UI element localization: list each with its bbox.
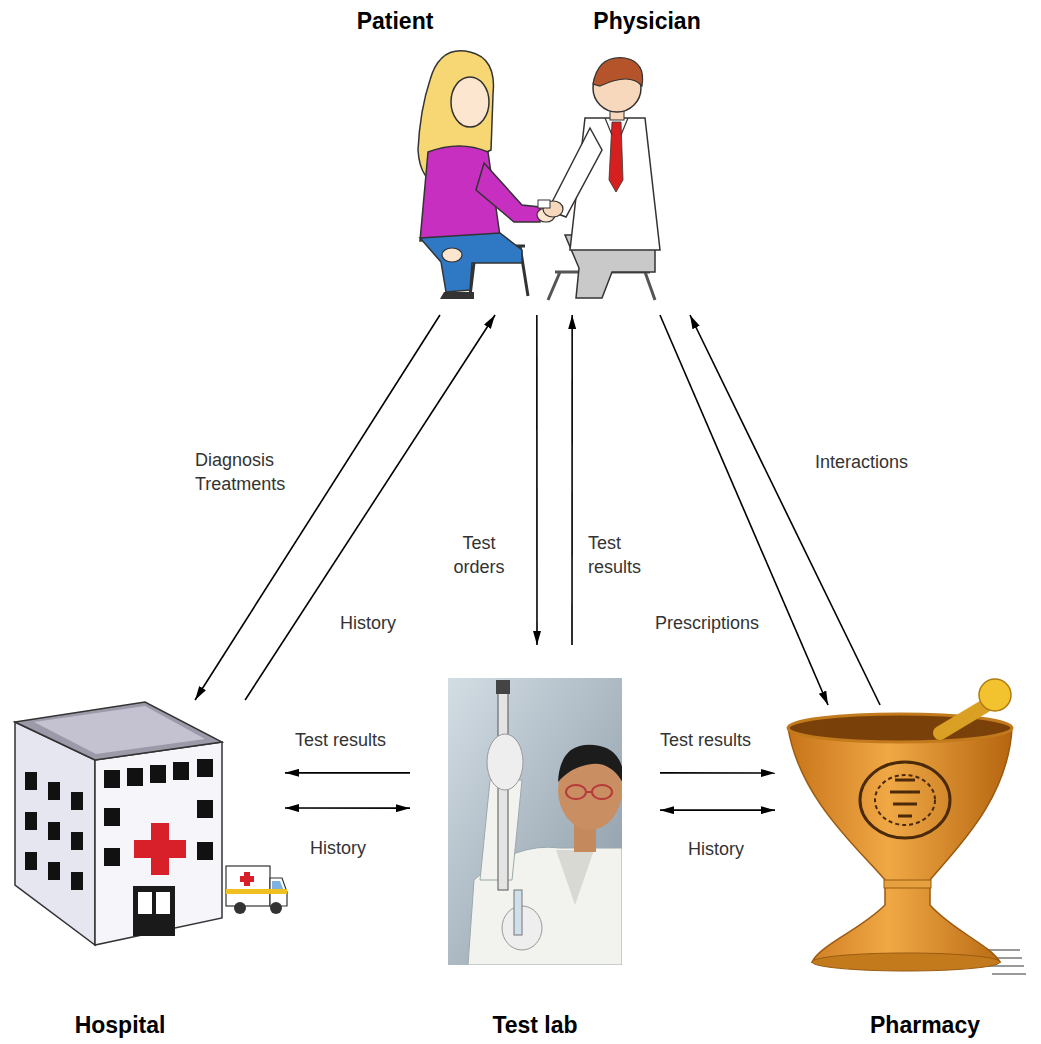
- patient-figure-part: [451, 77, 489, 127]
- hospital-building-part: [71, 872, 83, 890]
- flow-label: History: [308, 836, 368, 860]
- flow-label: Interactions: [813, 450, 910, 474]
- lab-photo-part: [496, 680, 510, 694]
- mortar-and-pestle-part: [890, 780, 920, 816]
- flow-arrow: [536, 315, 538, 645]
- figure-node: Hospital: [10, 700, 285, 1042]
- mortar-and-pestle-part: [875, 775, 935, 825]
- lab-photo-part: [556, 850, 594, 905]
- hospital-building-part: [197, 842, 213, 860]
- lab-photo-part: [586, 791, 592, 793]
- ambulance-part: [270, 902, 282, 914]
- ambulance-part: [234, 902, 246, 914]
- hospital-building-part: [104, 848, 120, 866]
- hospital-building-part: [25, 772, 37, 790]
- mortar-and-pestle-part: [979, 679, 1011, 711]
- lab-photo-part: [592, 785, 612, 799]
- mortar-and-pestle-part: [860, 762, 950, 838]
- lab-photo-part: [514, 890, 522, 935]
- figure-node: Pharmacy: [775, 705, 1030, 1042]
- mortar-and-pestle-part: [884, 880, 931, 888]
- flow-label: Prescriptions: [653, 611, 761, 635]
- ambulance-part: [226, 889, 287, 894]
- hospital-building-part: [173, 762, 189, 780]
- flow-label: History: [338, 611, 398, 635]
- hospital-building-part: [48, 782, 60, 800]
- flow-label: Test results: [293, 728, 388, 752]
- flow-arrow: [245, 315, 495, 700]
- patient-figure-part: [442, 248, 462, 262]
- flow-arrow: [660, 809, 775, 811]
- hospital-building-part: [71, 792, 83, 810]
- hospital-building: [15, 702, 222, 945]
- node-label: Test lab: [492, 1012, 577, 1039]
- lab-photo-part: [558, 745, 622, 785]
- hospital-building-part: [127, 768, 143, 786]
- patient-figure-part: [420, 233, 522, 292]
- hospital-building-part: [156, 892, 170, 914]
- hospital-building-part: [48, 862, 60, 880]
- patient-figure-part: [476, 163, 540, 222]
- lab-photo-part: [448, 678, 622, 965]
- mortar-and-pestle-part: [788, 714, 1012, 742]
- hospital-building-part: [95, 742, 222, 945]
- flow-arrow: [660, 772, 775, 774]
- ambulance: [226, 866, 287, 914]
- flow-arrow: [285, 807, 410, 809]
- hospital-building-part: [48, 822, 60, 840]
- hospital-building-part: [25, 852, 37, 870]
- hospital-building-part: [150, 765, 166, 783]
- node-label: Pharmacy: [870, 1012, 980, 1039]
- physician-figure-part: [605, 118, 628, 135]
- physician-figure-part: [593, 58, 643, 86]
- hospital-building-part: [71, 832, 83, 850]
- patient-figure-part: [440, 292, 474, 299]
- hospital-building-part: [138, 892, 152, 914]
- flow-arrow: [690, 315, 880, 705]
- mortar-and-pestle-part: [812, 953, 1000, 971]
- figure-node: Patient Physician: [340, 5, 720, 315]
- patient-figure: [418, 51, 555, 299]
- ambulance-part: [240, 876, 254, 882]
- hospital-building-part: [197, 800, 213, 818]
- physician-figure-part: [538, 200, 550, 208]
- hospital-building-part: [104, 770, 120, 788]
- node-label: Hospital: [75, 1012, 166, 1039]
- hospital-building-part: [134, 840, 186, 858]
- hospital-building-part: [104, 808, 120, 826]
- mortar-and-pestle-part: [788, 728, 1012, 962]
- mortar-and-pestle-part: [940, 706, 985, 733]
- physician-figure: [538, 58, 660, 300]
- hospital-building-part: [34, 706, 205, 754]
- flow-arrow: [571, 315, 573, 645]
- hospital-building-part: [133, 886, 175, 936]
- node-label: Physician: [593, 8, 700, 35]
- mortar-and-pestle: [788, 679, 1026, 974]
- node-label: Patient: [357, 8, 434, 35]
- flow-arrow: [285, 772, 410, 774]
- lab-photo-part: [566, 785, 586, 799]
- lab-photo: [448, 678, 622, 965]
- flow-label: Test results: [586, 531, 656, 579]
- hospital-building-part: [197, 759, 213, 777]
- hospital-building-part: [15, 702, 222, 760]
- ambulance-part: [226, 866, 270, 906]
- figure-node: Test lab: [410, 645, 660, 1042]
- flow-arrow: [660, 315, 828, 705]
- lab-photo-part: [487, 734, 523, 790]
- flow-label: History: [686, 837, 746, 861]
- flow-label: Test results: [658, 728, 753, 752]
- hospital-building-part: [15, 722, 95, 945]
- hospital-building-part: [25, 812, 37, 830]
- flow-label: Diagnosis Treatments: [193, 448, 297, 496]
- flow-arrow: [195, 315, 440, 700]
- flow-label: Test orders: [446, 531, 512, 579]
